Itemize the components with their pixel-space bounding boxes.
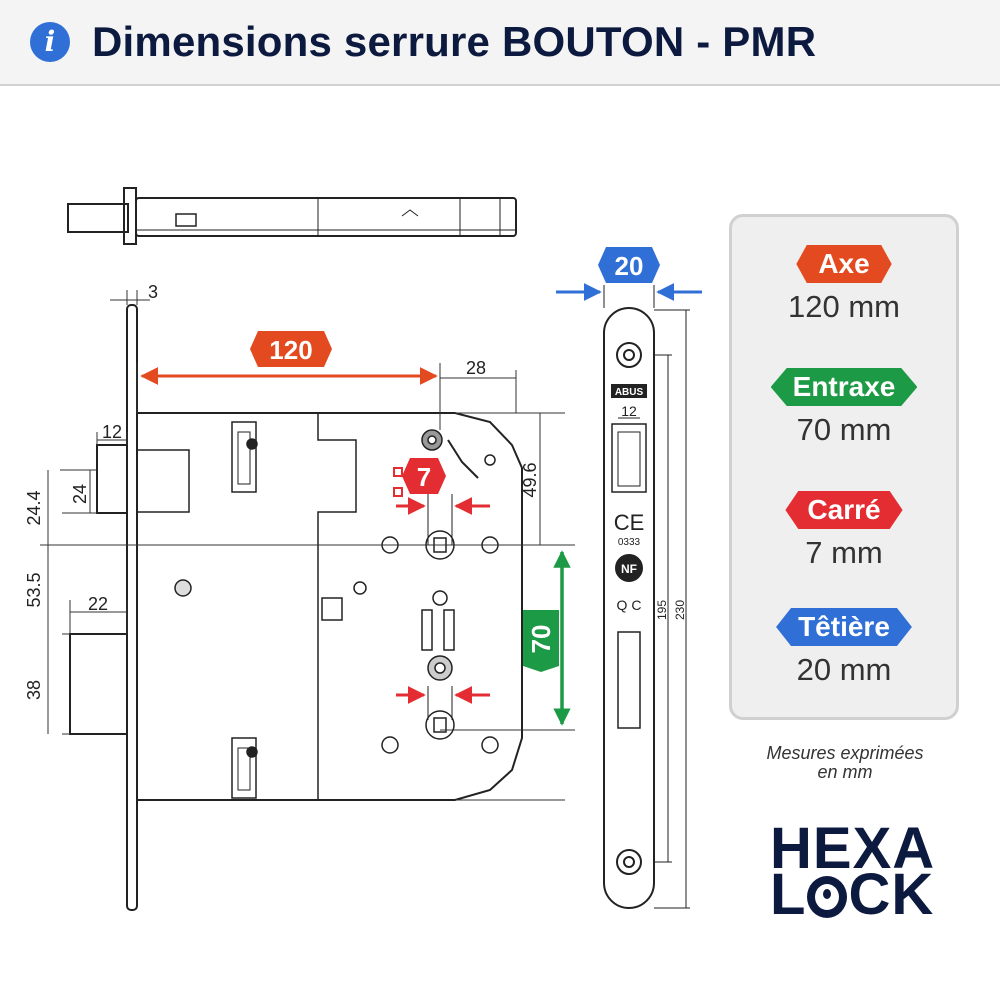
keyhole-icon xyxy=(807,876,848,918)
spec-value: 70 mm xyxy=(796,412,892,447)
info-icon: i xyxy=(30,22,70,62)
tetiere-badge-value: 20 xyxy=(615,251,644,281)
ce-number: 0333 xyxy=(618,537,641,548)
page-title: Dimensions serrure BOUTON - PMR xyxy=(92,18,817,65)
brand-mark: ABUS xyxy=(615,387,644,398)
spec-label: Axe xyxy=(796,245,892,283)
spec-tetiere: Têtière 20 mm xyxy=(732,608,956,688)
entraxe-badge-value: 70 xyxy=(526,625,556,654)
dim-24: 24 xyxy=(70,484,90,504)
spec-axe: Axe 120 mm xyxy=(732,245,956,325)
spec-label: Têtière xyxy=(776,608,912,646)
dim-12-face: 12 xyxy=(621,403,637,419)
spec-entraxe: Entraxe 70 mm xyxy=(732,368,956,448)
header-bar: i Dimensions serrure BOUTON - PMR xyxy=(0,0,1000,86)
spec-panel: Axe 120 mm Entraxe 70 mm Carré 7 mm Têti… xyxy=(729,214,959,720)
spec-value: 120 mm xyxy=(788,289,900,324)
dim-12-left: 12 xyxy=(102,422,122,442)
extension-lines xyxy=(40,290,575,801)
logo-line1: HEXA xyxy=(770,816,936,881)
lock-top-view xyxy=(67,187,517,245)
carre-dimension: 7 xyxy=(393,458,490,720)
tetiere-dimension: 20 xyxy=(556,247,702,301)
faceplate-markings: ABUS 12 CE 0333 NF Q C 195 230 xyxy=(611,384,687,620)
dim-28: 28 xyxy=(466,358,486,378)
dim-3: 3 xyxy=(148,282,158,302)
spec-label: Entraxe xyxy=(770,368,918,406)
dim-230: 230 xyxy=(673,600,687,620)
dim-24-4: 24.4 xyxy=(24,490,44,525)
spec-value: 20 mm xyxy=(796,652,892,687)
dimension-labels: 3 28 12 24 24.4 53.5 38 22 49.6 xyxy=(24,282,540,700)
nf-mark: NF xyxy=(621,562,637,576)
logo-line2-end: CK xyxy=(848,862,935,927)
dim-49-6: 49.6 xyxy=(520,462,540,497)
axe-dimension: 120 xyxy=(140,331,438,385)
spec-carre: Carré 7 mm xyxy=(732,491,956,571)
lock-side-view xyxy=(69,304,523,911)
dim-38: 38 xyxy=(24,680,44,700)
lock-holes xyxy=(174,429,499,758)
axe-badge-value: 120 xyxy=(269,335,312,365)
dimension-lines xyxy=(47,299,541,734)
units-note: Mesures exprimées en mm xyxy=(730,744,960,782)
carre-badge-value: 7 xyxy=(417,462,431,492)
logo-line2-start: L xyxy=(770,862,807,927)
spec-value: 7 mm xyxy=(805,535,883,570)
units-note-line1: Mesures exprimées xyxy=(766,743,924,763)
faceplate-view xyxy=(603,285,690,909)
ce-mark: CE xyxy=(614,510,645,535)
dim-53-5: 53.5 xyxy=(24,572,44,607)
entraxe-dimension: 70 xyxy=(523,550,571,726)
spec-label: Carré xyxy=(785,491,903,529)
dim-195: 195 xyxy=(655,600,669,620)
units-note-line2: en mm xyxy=(817,762,873,782)
qc-mark: Q C xyxy=(617,597,642,613)
dim-22: 22 xyxy=(88,594,108,614)
